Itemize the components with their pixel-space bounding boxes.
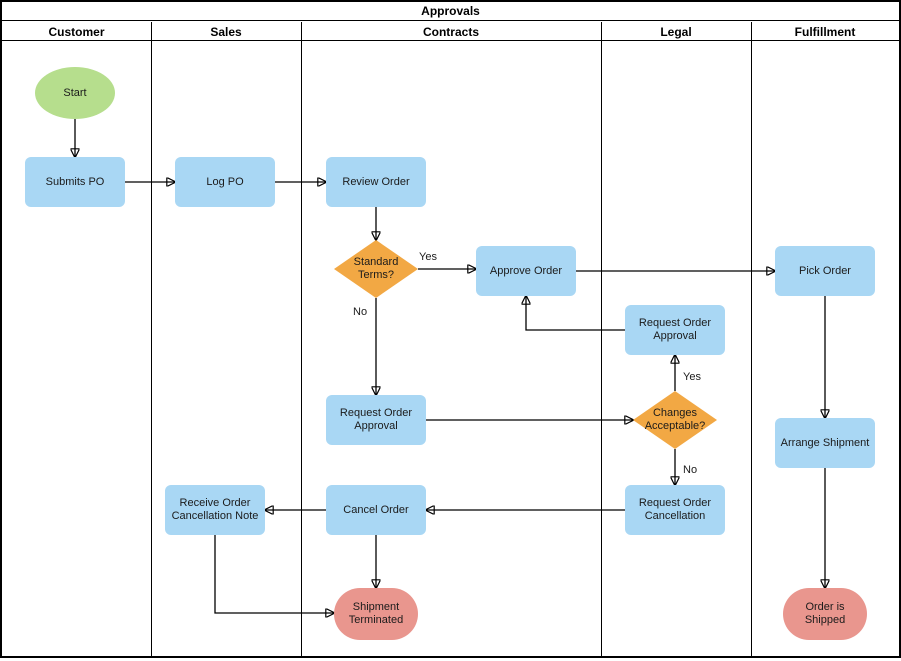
lane-divider: [601, 22, 602, 656]
node-request-order-approval-legal[interactable]: Request Order Approval: [625, 305, 725, 355]
node-request-order-cancellation[interactable]: Request Order Cancellation: [625, 485, 725, 535]
node-label: Order is Shipped: [804, 601, 846, 626]
node-label: Start: [63, 86, 87, 99]
node-request-order-approval-contracts[interactable]: Request Order Approval: [326, 395, 426, 445]
lane-header-customer: Customer: [48, 24, 105, 39]
node-standard-terms-decision[interactable]: Standard Terms?: [334, 240, 418, 298]
node-start[interactable]: Start: [35, 67, 115, 119]
node-label: Arrange Shipment: [780, 436, 870, 449]
node-label: Cancel Order: [343, 503, 409, 516]
lane-header-sales: Sales: [210, 24, 242, 39]
node-receive-order-cancellation-note[interactable]: Receive Order Cancellation Note: [165, 485, 265, 535]
lane-divider: [301, 22, 302, 656]
node-cancel-order[interactable]: Cancel Order: [326, 485, 426, 535]
edge-label-changes-no: No: [683, 464, 697, 476]
node-shipment-terminated[interactable]: Shipment Terminated: [334, 588, 418, 640]
lane-header-row: Customer Sales Contracts Legal Fulfillme…: [2, 22, 899, 41]
node-label: Request Order Cancellation: [638, 497, 712, 522]
node-submits-po[interactable]: Submits PO: [25, 157, 125, 207]
lane-header-fulfillment: Fulfillment: [794, 24, 856, 39]
node-label: Receive Order Cancellation Note: [171, 497, 259, 522]
node-label: Pick Order: [799, 264, 851, 277]
diagram-title: Approvals: [2, 2, 899, 21]
node-changes-acceptable-decision[interactable]: Changes Acceptable?: [633, 391, 717, 449]
node-log-po[interactable]: Log PO: [175, 157, 275, 207]
edge-label-standard-terms-no: No: [353, 306, 367, 318]
node-label: Changes Acceptable?: [644, 407, 706, 432]
lane-divider: [751, 22, 752, 656]
node-label: Request Order Approval: [638, 317, 712, 342]
lane-header-contracts: Contracts: [422, 24, 479, 39]
edge-roa-legal-to-approve-order: [526, 296, 625, 331]
lane-divider: [151, 22, 152, 656]
node-order-is-shipped[interactable]: Order is Shipped: [783, 588, 867, 640]
node-label: Log PO: [206, 175, 244, 188]
node-approve-order[interactable]: Approve Order: [476, 246, 576, 296]
node-review-order[interactable]: Review Order: [326, 157, 426, 207]
node-label: Submits PO: [45, 175, 105, 188]
node-label: Standard Terms?: [353, 256, 399, 281]
edge-receive-note-to-ship-term: [214, 535, 334, 613]
node-label: Shipment Terminated: [348, 601, 404, 626]
edge-label-changes-yes: Yes: [683, 371, 701, 383]
node-pick-order[interactable]: Pick Order: [775, 246, 875, 296]
node-arrange-shipment[interactable]: Arrange Shipment: [775, 418, 875, 468]
node-label: Request Order Approval: [339, 407, 413, 432]
node-label: Review Order: [342, 175, 410, 188]
node-label: Approve Order: [489, 264, 563, 277]
lane-header-legal: Legal: [660, 24, 692, 39]
edge-label-standard-terms-yes: Yes: [419, 251, 437, 263]
